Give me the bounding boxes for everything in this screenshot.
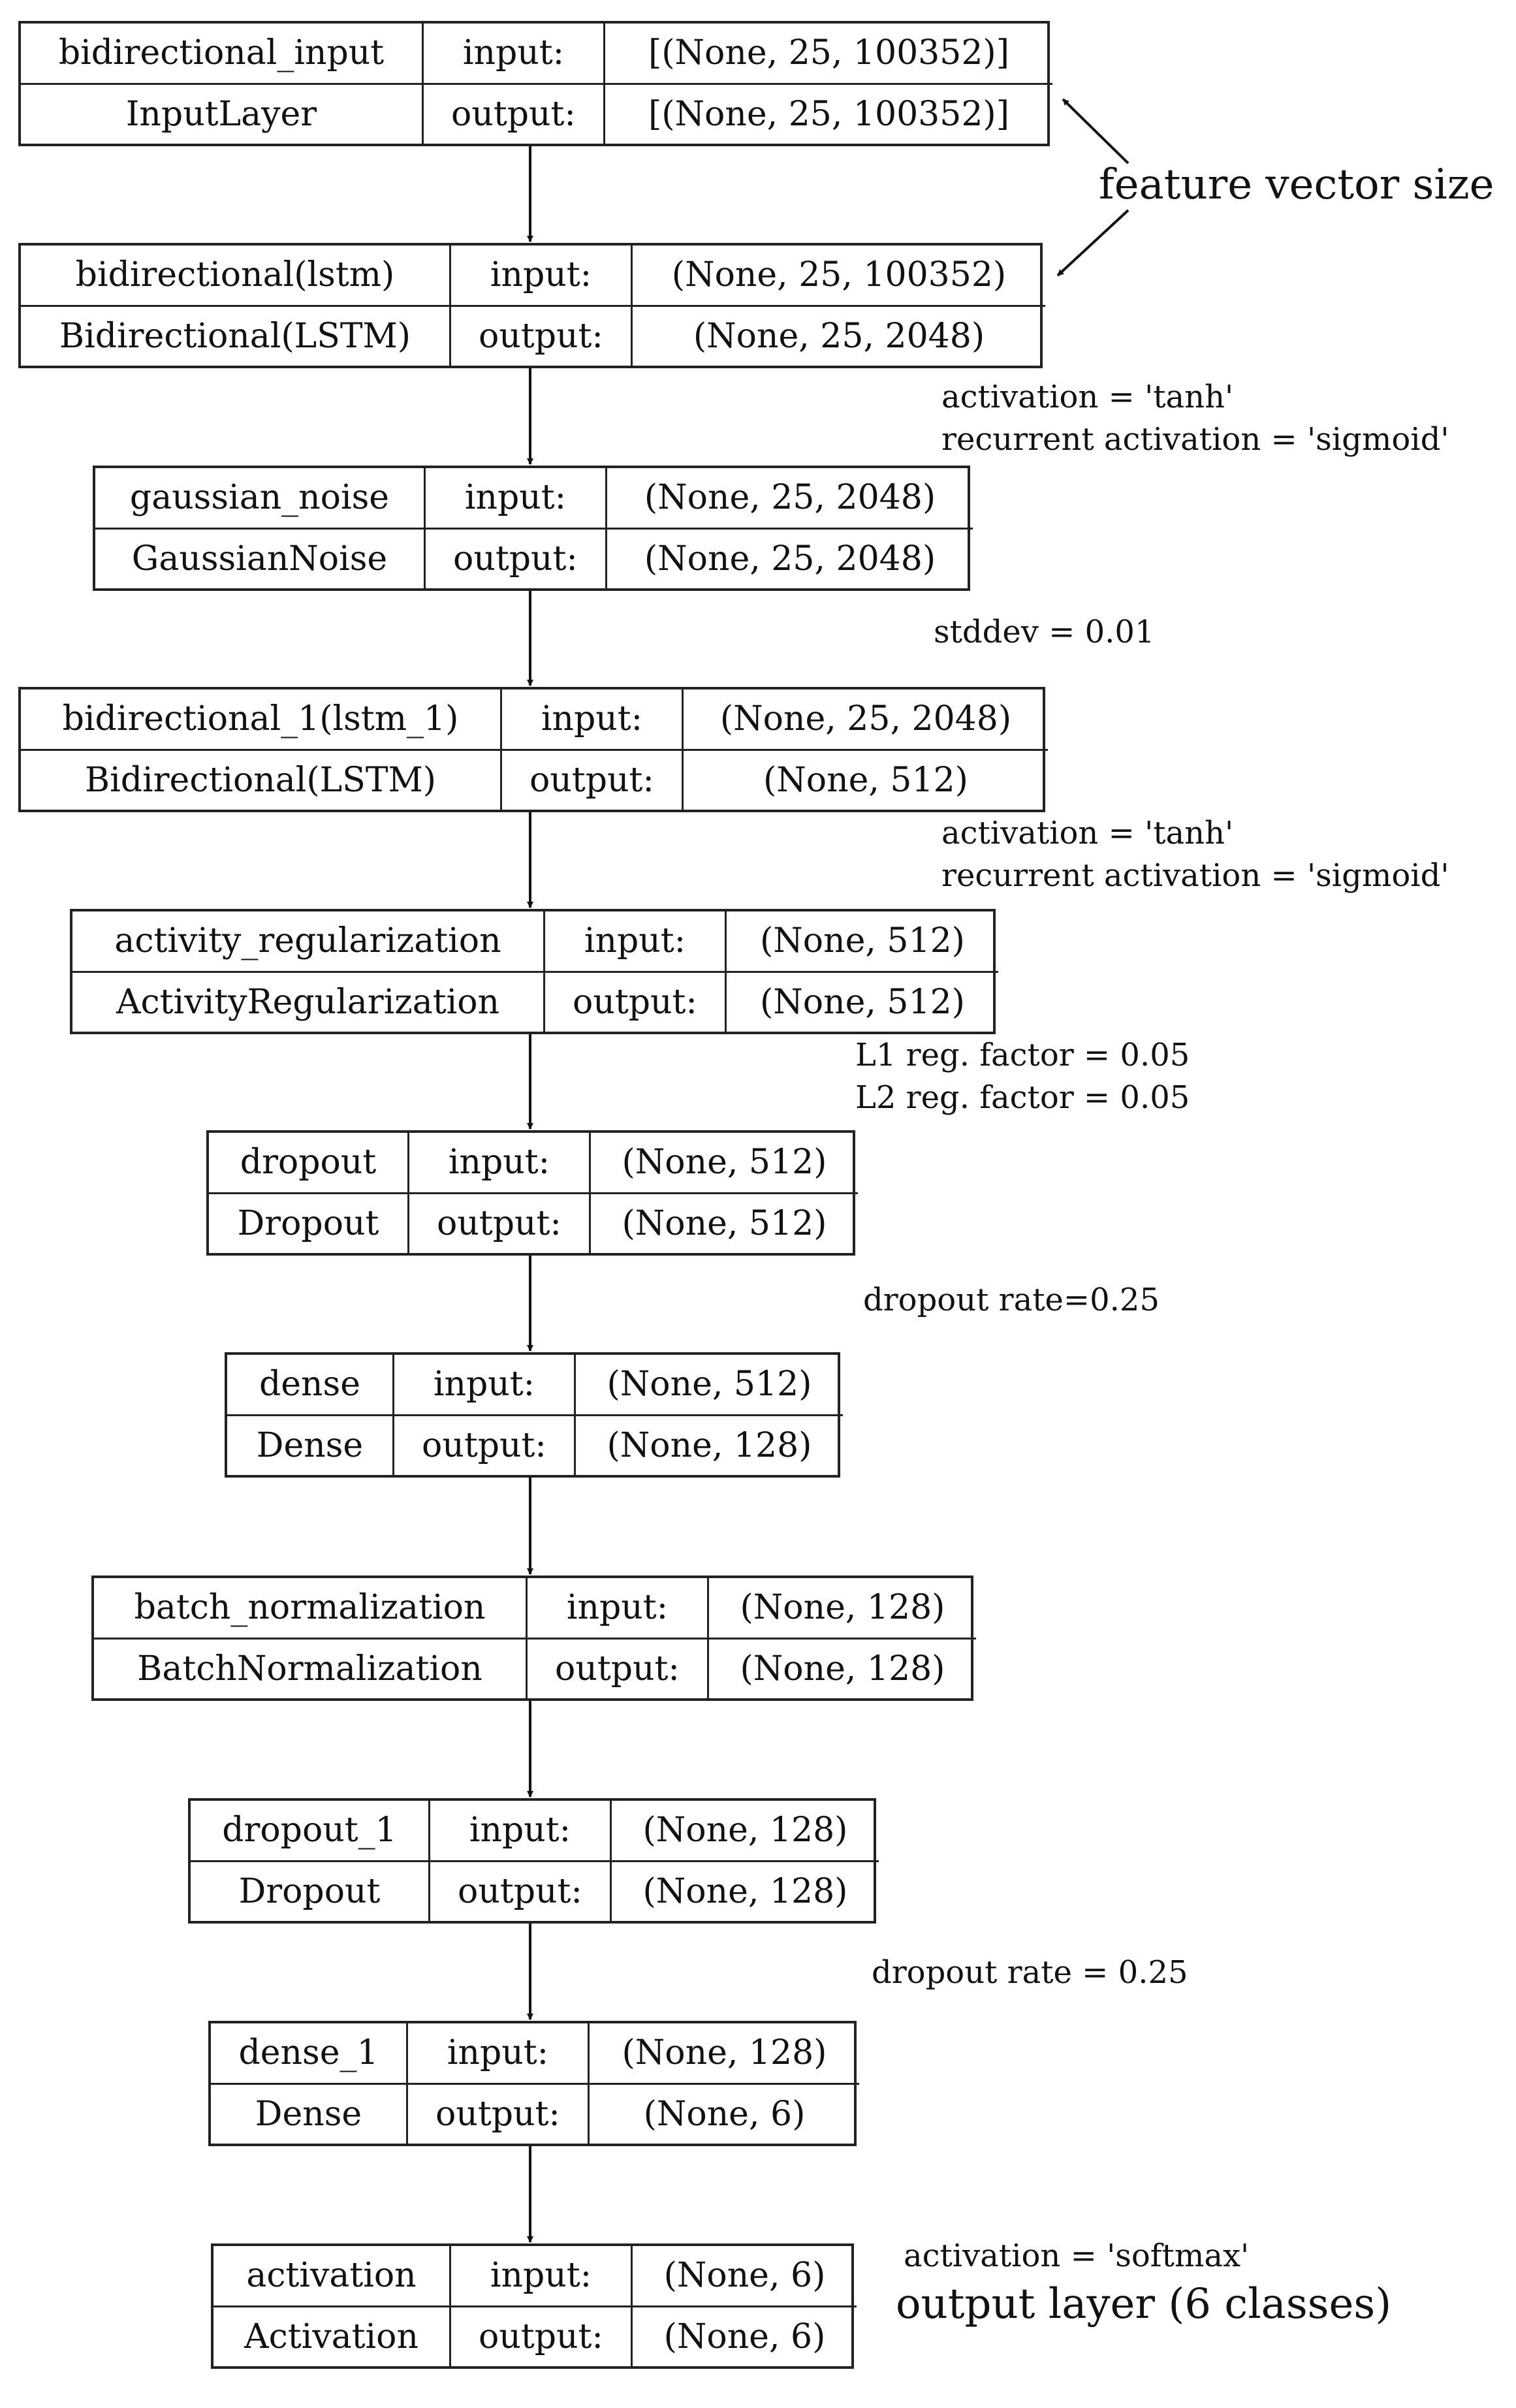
output-label: output:: [408, 2084, 590, 2144]
input-label: input:: [394, 1355, 576, 1416]
input-label: input:: [451, 246, 633, 307]
layer-name: batch_normalization: [94, 1578, 528, 1640]
layer-name: activity_regularization: [72, 911, 545, 973]
output-label: output:: [528, 1639, 709, 1698]
layer-name: activation: [213, 2246, 451, 2307]
layer-node-bidirectional-input: bidirectional_input input: [(None, 25, 1…: [18, 21, 1052, 146]
layer-node-dropout-1: dropout_1 input: (None, 128) Dropout out…: [188, 1798, 879, 1924]
input-shape: (None, 25, 2048): [684, 689, 1048, 751]
layer-node-bidirectional-lstm: bidirectional(lstm) input: (None, 25, 10…: [18, 243, 1045, 368]
output-label: output:: [430, 1861, 612, 1921]
input-shape: (None, 512): [591, 1133, 858, 1194]
input-label: input:: [451, 2246, 633, 2307]
input-shape: (None, 128): [612, 1801, 879, 1862]
layer-node-bidirectional-1-lstm-1: bidirectional_1(lstm_1) input: (None, 25…: [18, 687, 1048, 812]
layer-type: ActivityRegularization: [72, 972, 545, 1032]
layer-type: Dense: [227, 1416, 394, 1475]
output-label: output:: [426, 529, 607, 588]
input-label: input:: [409, 1133, 591, 1194]
output-shape: (None, 6): [643, 2094, 806, 2134]
input-shape: (None, 128): [590, 2023, 859, 2085]
layer-name: bidirectional_input: [21, 24, 424, 85]
output-label: output:: [451, 306, 633, 366]
output-label: output:: [502, 750, 684, 810]
gaussian-stddev-note: stddev = 0.01: [934, 614, 1155, 650]
layer-name: dense_1: [211, 2023, 408, 2085]
lstm-activation-note: activation = 'tanh': [941, 379, 1234, 415]
feature-size-pointer-arrow: [1062, 98, 1129, 165]
output-label: output:: [409, 1194, 591, 1253]
output-label: output:: [424, 84, 605, 144]
output-layer-label: output layer (6 classes): [896, 2280, 1392, 2328]
layer-type: Dropout: [209, 1194, 409, 1253]
output-shape: (None, 25, 2048): [644, 539, 936, 578]
input-label: input:: [528, 1578, 709, 1640]
output-label: output:: [451, 2307, 633, 2366]
layer-type: Dropout: [191, 1861, 430, 1921]
input-shape: (None, 25, 2048): [607, 468, 973, 530]
output-shape: (None, 512): [760, 982, 965, 1022]
layer-name: bidirectional_1(lstm_1): [21, 689, 502, 751]
input-label: input:: [408, 2023, 590, 2085]
lstm-recurrent-activation-note: recurrent activation = 'sigmoid': [941, 421, 1449, 458]
layer-type: Bidirectional(LSTM): [21, 306, 451, 366]
layer-type: InputLayer: [21, 84, 424, 144]
layer-type: Dense: [211, 2084, 408, 2144]
l2-reg-factor-note: L2 reg. factor = 0.05: [855, 1079, 1190, 1116]
lstm1-recurrent-activation-note: recurrent activation = 'sigmoid': [941, 857, 1449, 894]
l1-reg-factor-note: L1 reg. factor = 0.05: [855, 1037, 1190, 1073]
input-shape: (None, 512): [576, 1355, 843, 1416]
input-label: input:: [545, 911, 727, 973]
layer-type: GaussianNoise: [95, 529, 426, 588]
input-label: input:: [502, 689, 684, 751]
output-shape: (None, 25, 2048): [693, 316, 985, 356]
dropout-1-rate-note: dropout rate = 0.25: [872, 1954, 1188, 1991]
output-label: output:: [394, 1416, 576, 1475]
layer-node-dense: dense input: (None, 512) Dense output: (…: [225, 1352, 843, 1478]
layer-type: Activation: [213, 2307, 451, 2366]
layer-node-batch-normalization: batch_normalization input: (None, 128) B…: [91, 1576, 976, 1701]
layer-name: dropout: [209, 1133, 409, 1194]
output-shape: (None, 128): [642, 1871, 848, 1911]
output-shape: [(None, 25, 100352)]: [648, 94, 1009, 134]
output-shape: (None, 512): [763, 760, 968, 800]
feature-vector-size-label: feature vector size: [1099, 161, 1494, 209]
input-shape: (None, 128): [709, 1578, 976, 1640]
softmax-activation-note: activation = 'softmax': [904, 2238, 1250, 2274]
dropout-rate-note: dropout rate=0.25: [863, 1282, 1160, 1318]
layer-type: Bidirectional(LSTM): [21, 750, 502, 810]
layer-node-dense-1: dense_1 input: (None, 128) Dense output:…: [208, 2021, 859, 2146]
layer-name: dense: [227, 1355, 394, 1416]
input-label: input:: [430, 1801, 612, 1862]
input-shape: (None, 6): [633, 2246, 857, 2307]
lstm1-activation-note: activation = 'tanh': [941, 815, 1234, 851]
layer-node-dropout: dropout input: (None, 512) Dropout outpu…: [206, 1130, 858, 1256]
input-label: input:: [426, 468, 607, 530]
layer-node-activation: activation input: (None, 6) Activation o…: [211, 2243, 857, 2369]
output-label: output:: [545, 972, 727, 1032]
output-shape: (None, 128): [607, 1425, 812, 1465]
output-shape: (None, 512): [622, 1203, 827, 1243]
input-label: input:: [424, 24, 605, 85]
layer-name: gaussian_noise: [95, 468, 426, 530]
layer-node-activity-regularization: activity_regularization input: (None, 51…: [70, 909, 998, 1034]
layer-node-gaussian-noise: gaussian_noise input: (None, 25, 2048) G…: [93, 466, 973, 591]
output-shape: (None, 6): [663, 2317, 826, 2356]
layer-name: dropout_1: [191, 1801, 430, 1862]
layer-name: bidirectional(lstm): [21, 246, 451, 307]
output-shape: (None, 128): [740, 1649, 945, 1688]
input-shape: [(None, 25, 100352)]: [605, 24, 1052, 85]
input-shape: (None, 25, 100352): [633, 246, 1045, 307]
input-shape: (None, 512): [727, 911, 998, 973]
layer-type: BatchNormalization: [94, 1639, 528, 1698]
feature-size-pointer-arrow: [1056, 209, 1129, 277]
